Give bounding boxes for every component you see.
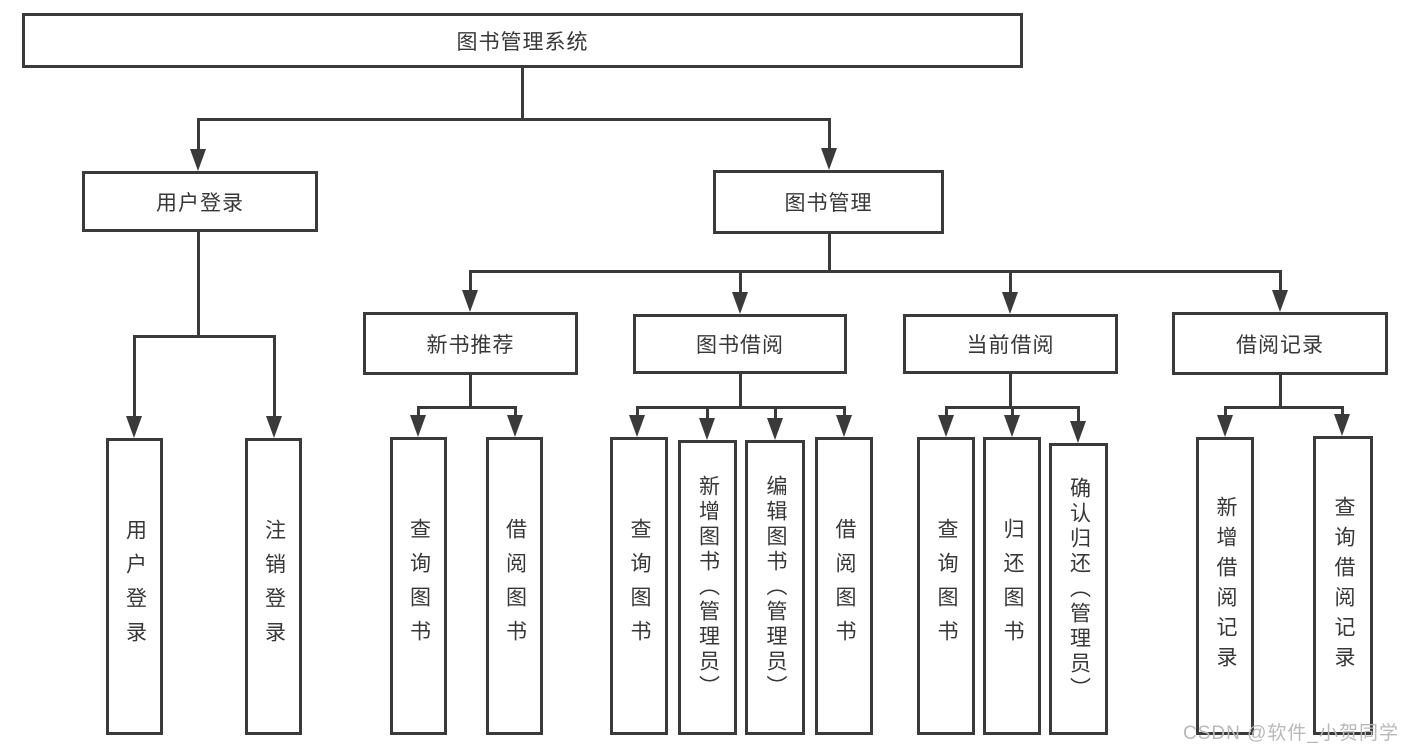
connector-line	[468, 270, 472, 300]
diagram-node-cb-return: 归还图书	[983, 437, 1041, 735]
diagram-node-bb-add: 新增图书（管理员）	[678, 440, 737, 735]
diagram-node-nr-query: 查询图书	[390, 437, 447, 735]
connector-line	[1076, 406, 1080, 431]
connector-line	[132, 335, 136, 426]
arrow-down-icon	[821, 148, 837, 170]
node-label: 编辑图书（管理员）	[764, 475, 787, 700]
arrow-down-icon	[1070, 421, 1086, 443]
arrow-down-icon	[126, 416, 142, 438]
diagram-node-cb-confirm: 确认归还（管理员）	[1049, 443, 1108, 735]
connector-line	[1008, 270, 1012, 302]
arrow-down-icon	[629, 415, 645, 437]
node-label: 新增借阅记录	[1214, 496, 1237, 676]
diagram-node-bb-borrow: 借阅图书	[815, 437, 873, 735]
arrow-down-icon	[1217, 415, 1233, 437]
connector-line	[827, 118, 831, 158]
diagram-node-nr-borrow: 借阅图书	[486, 437, 543, 735]
diagram-node-borrow-records: 借阅记录	[1172, 312, 1388, 375]
connector-line	[1278, 375, 1282, 409]
diagram-node-logout: 注销登录	[245, 438, 302, 735]
connector-line	[1278, 270, 1282, 300]
arrow-down-icon	[462, 290, 478, 312]
connector-line	[635, 406, 846, 409]
connector-line	[196, 118, 200, 159]
node-label: 借阅记录	[1236, 333, 1324, 357]
connector-line	[272, 335, 276, 426]
diagram-node-book-borrow: 图书借阅	[633, 314, 847, 374]
arrow-down-icon	[938, 415, 954, 437]
arrow-down-icon	[836, 415, 852, 437]
diagram-node-cb-query: 查询图书	[917, 437, 975, 735]
connector-line	[738, 374, 742, 409]
arrow-down-icon	[507, 415, 523, 437]
connector-line	[1223, 406, 1344, 409]
node-label: 查询图书	[407, 518, 431, 654]
node-label: 借阅图书	[503, 518, 527, 654]
watermark: CSDN @软件_小贺同学	[1183, 723, 1399, 744]
diagram-node-new-rec: 新书推荐	[363, 312, 578, 375]
node-label: 图书管理系统	[456, 30, 589, 54]
node-label: 当前借阅	[966, 334, 1055, 357]
connector-line	[468, 375, 472, 409]
node-label: 图书管理	[784, 192, 873, 215]
arrow-down-icon	[266, 416, 282, 438]
node-label: 查询图书	[628, 518, 651, 654]
diagram-node-book-mgmt: 图书管理	[713, 170, 944, 234]
arrow-down-icon	[1002, 292, 1018, 314]
connector-line	[1008, 374, 1012, 409]
node-label: 图书借阅	[696, 334, 784, 357]
node-label: 新书推荐	[426, 333, 515, 357]
connector-line	[416, 406, 517, 409]
node-label: 查询借阅记录	[1332, 495, 1355, 676]
diagram-node-bb-query: 查询图书	[610, 437, 668, 735]
arrow-down-icon	[410, 415, 426, 437]
connector-line	[468, 270, 1282, 273]
connector-line	[196, 118, 831, 121]
diagram-node-user-login: 用户登录	[106, 438, 163, 735]
connector-line	[705, 406, 709, 428]
arrow-down-icon	[1334, 414, 1350, 436]
node-label: 借阅图书	[833, 518, 856, 654]
node-label: 用户登录	[156, 191, 244, 215]
arrow-down-icon	[190, 149, 206, 171]
connector-line	[520, 68, 524, 121]
node-label: 新增图书（管理员）	[696, 475, 720, 700]
connector-line	[132, 335, 276, 338]
diagram-node-current-borrow: 当前借阅	[903, 314, 1118, 374]
diagram-node-bb-edit: 编辑图书（管理员）	[745, 440, 805, 735]
node-label: 确认归还（管理员）	[1067, 476, 1091, 702]
diagram-node-root: 图书管理系统	[22, 13, 1023, 68]
arrow-down-icon	[732, 292, 748, 314]
node-label: 查询图书	[935, 518, 958, 654]
diagram-node-br-query: 查询借阅记录	[1313, 436, 1373, 735]
node-label: 用户登录	[123, 518, 147, 655]
arrow-down-icon	[767, 418, 783, 440]
arrow-down-icon	[699, 418, 715, 440]
node-label: 注销登录	[262, 518, 286, 655]
diagram-node-br-add: 新增借阅记录	[1196, 437, 1254, 735]
connector-line	[827, 234, 831, 273]
node-label: 归还图书	[1001, 518, 1024, 654]
arrow-down-icon	[1004, 415, 1020, 437]
connector-line	[196, 232, 200, 338]
connector-line	[773, 406, 777, 428]
diagram-node-login: 用户登录	[82, 171, 318, 232]
arrow-down-icon	[1272, 290, 1288, 312]
connector-line	[738, 270, 742, 302]
